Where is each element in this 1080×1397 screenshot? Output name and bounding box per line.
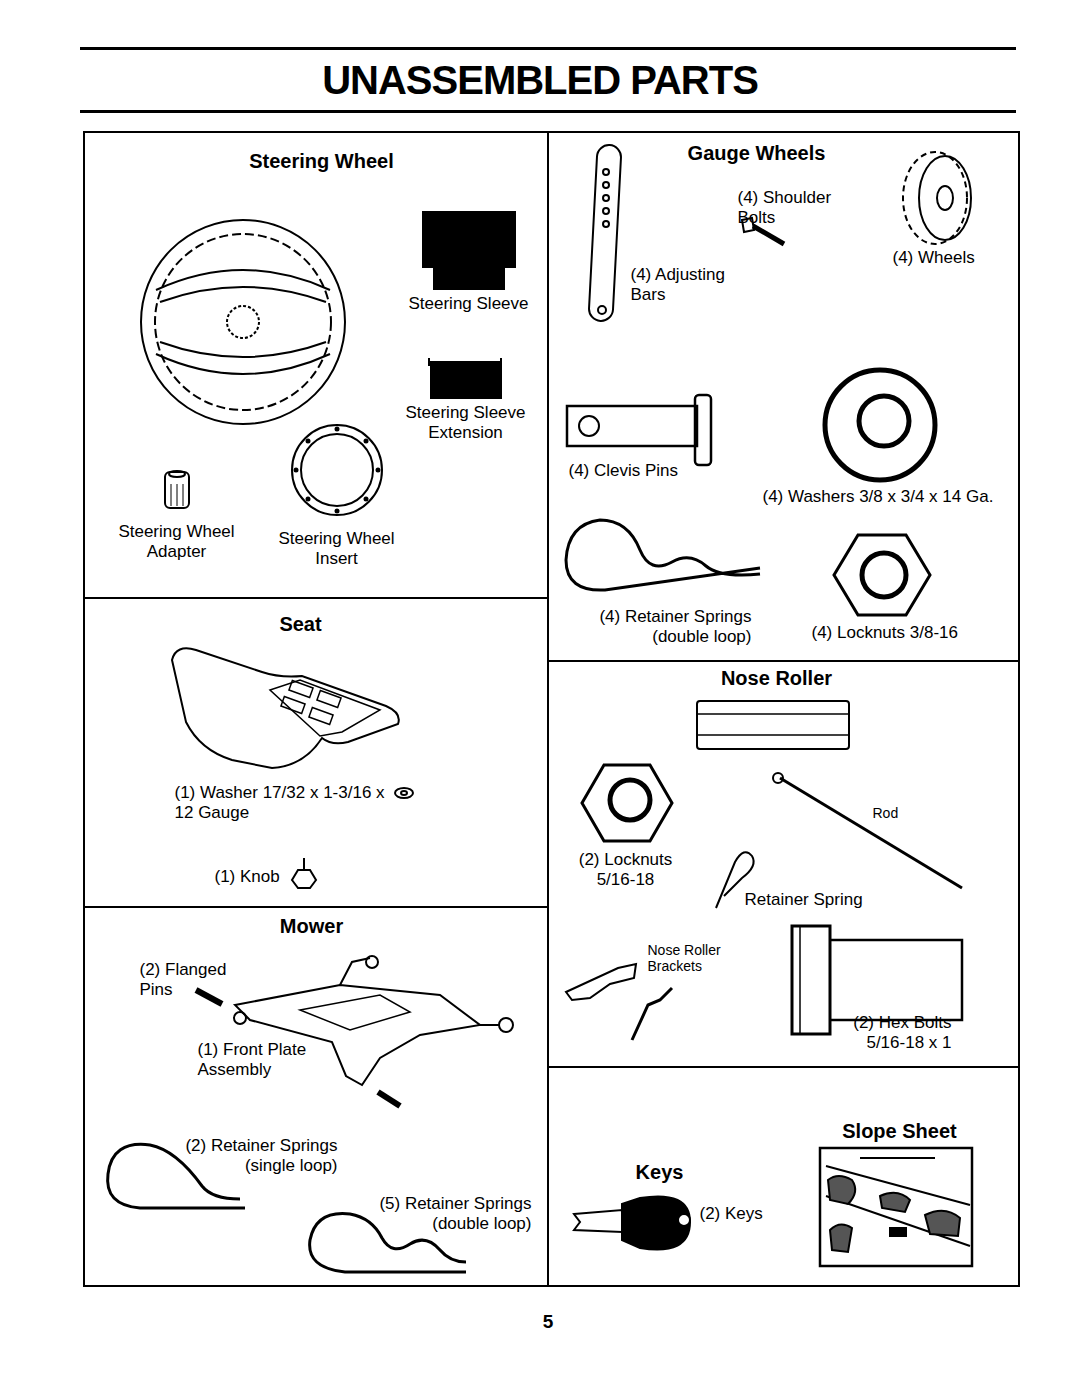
part-label: (4) Clevis Pins <box>569 461 709 481</box>
parts-panel: Gauge Wheels (4) Shoulder Bolts (4) Wheels… <box>547 131 1020 662</box>
page-number: 5 <box>540 1311 556 1333</box>
page-title: UNASSEMBLED PARTS <box>0 58 1080 103</box>
part-label: (4) Wheels <box>893 248 1003 268</box>
panel-heading: Gauge Wheels <box>657 142 857 166</box>
part-label: (1) Front Plate Assembly <box>198 1040 328 1080</box>
panel-heading: Mower <box>252 915 372 939</box>
part-label: (2) Locknuts 5/16-18 <box>571 850 681 890</box>
part-label: (2) Keys <box>700 1204 800 1224</box>
panel-heading: Seat <box>241 613 361 637</box>
part-label: Steering Wheel Adapter <box>107 522 247 562</box>
part-label: Retainer Spring <box>745 890 905 910</box>
part-label: Nose Roller Brackets <box>648 942 748 975</box>
parts-panel: Slope SheetKeys (2) Keys <box>547 1066 1020 1287</box>
parts-panel: Nose RollerRod (2) Locknuts 5/16-18Retain… <box>547 660 1020 1068</box>
part-label: Rod <box>873 805 923 822</box>
parts-panel: Mower (2) Flanged Pins (1) Front Plate Ass… <box>83 906 549 1287</box>
parts-panel: Steering WheelSteering SleeveSteering Sl… <box>83 131 549 599</box>
panel-heading: Steering Wheel <box>222 150 422 174</box>
parts-panel: Seat (1) Washer 17/32 x 1-3/16 x 12 Gauge… <box>83 597 549 908</box>
part-label: (4) Washers 3/8 x 3/4 x 14 Ga. <box>763 487 1013 507</box>
part-label: Steering Sleeve <box>399 294 539 314</box>
part-label: (1) Knob <box>215 867 300 887</box>
part-label: (5) Retainer Springs (double loop) <box>357 1194 532 1234</box>
part-label: (2) Retainer Springs (single loop) <box>163 1136 338 1176</box>
panel-heading: Nose Roller <box>677 667 877 691</box>
part-label: (2) Flanged Pins <box>140 960 235 1000</box>
part-label: (4) Adjusting Bars <box>631 265 741 305</box>
part-label: Steering Wheel Insert <box>277 529 397 569</box>
part-label: (2) Hex Bolts 5/16-18 x 1 <box>832 1013 952 1053</box>
panel-heading: Slope Sheet <box>820 1120 980 1144</box>
part-label: (4) Shoulder Bolts <box>738 188 848 228</box>
part-label: (1) Washer 17/32 x 1-3/16 x 12 Gauge <box>175 783 390 823</box>
part-label: Steering Sleeve Extension <box>396 403 536 443</box>
panel-heading: Keys <box>610 1161 710 1185</box>
part-label: (4) Retainer Springs (double loop) <box>572 607 752 647</box>
part-label: (4) Locknuts 3/8-16 <box>812 623 1012 643</box>
